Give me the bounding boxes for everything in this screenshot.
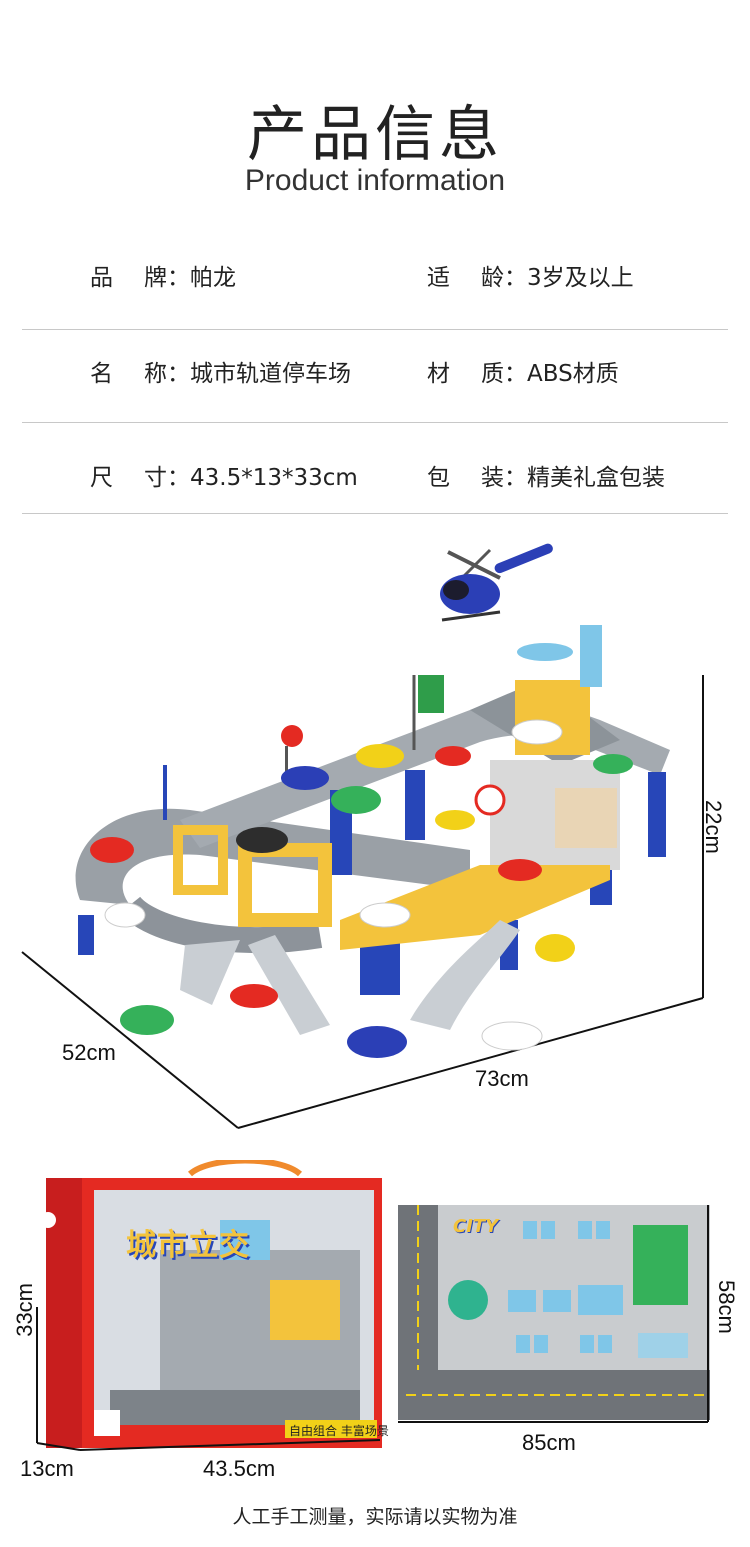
parking-garage-toy-image [21, 543, 704, 1129]
spec-size: 尺 寸：43.5*13*33cm [90, 432, 420, 524]
spec-label: 称： [144, 361, 190, 387]
spec-row: 尺 寸：43.5*13*33cm 包 装：精美礼盒包装 [22, 432, 728, 524]
box-dimension-lines [36, 1307, 381, 1451]
spec-brand: 品 牌：帕龙 [90, 232, 420, 324]
box-slogan: 自由组合 丰富场景 [289, 1424, 389, 1438]
page-title: 产品信息 [247, 100, 503, 170]
spec-value: ABS材质 [527, 361, 619, 387]
spec-value: 精美礼盒包装 [527, 465, 665, 491]
garage-building [173, 625, 620, 950]
spec-label: 名 [90, 361, 113, 387]
spec-row: 名 称：城市轨道停车场 材 质：ABS材质 [22, 328, 728, 420]
spec-label: 包 [427, 465, 450, 491]
road-signs [163, 675, 444, 820]
divider [22, 422, 728, 423]
dimension-height-label: 22cm [701, 800, 726, 854]
spec-name: 名 称：城市轨道停车场 [90, 328, 420, 420]
spec-material: 材 质：ABS材质 [427, 328, 727, 420]
spec-age: 适 龄：3岁及以上 [427, 232, 727, 324]
mat-logo: CITY [453, 1216, 499, 1237]
spec-value: 帕龙 [190, 265, 236, 291]
page-subtitle: Product information [244, 164, 506, 197]
toy-cars [90, 719, 633, 1058]
mat-width-label: 85cm [522, 1430, 576, 1455]
spec-label: 牌： [144, 265, 190, 291]
spec-row: 品 牌：帕龙 适 龄：3岁及以上 [22, 232, 728, 324]
play-mat-image [398, 1205, 710, 1420]
spec-label: 质： [481, 361, 527, 387]
box-depth-label: 13cm [20, 1456, 74, 1481]
mat-height-label: 58cm [714, 1280, 739, 1334]
spec-label: 尺 [90, 465, 113, 491]
dimension-depth-label: 52cm [62, 1040, 116, 1065]
measurement-disclaimer: 人工手工测量，实际请以实物为准 [232, 1506, 518, 1528]
divider [22, 329, 728, 330]
mat-dimension-lines [398, 1205, 709, 1423]
spec-label: 龄： [481, 265, 527, 291]
ramps [180, 920, 520, 1035]
spec-label: 品 [90, 265, 113, 291]
spec-value: 3岁及以上 [527, 265, 634, 291]
divider [22, 513, 728, 514]
box-width-label: 43.5cm [203, 1456, 276, 1481]
gift-box-image [40, 1160, 382, 1448]
parking-signs [516, 1221, 612, 1353]
box-title: 城市立交 [126, 1228, 250, 1263]
helicopter-icon [440, 543, 553, 622]
spec-label: 适 [427, 265, 450, 291]
dimension-width-label: 73cm [475, 1066, 529, 1091]
spec-label: 材 [427, 361, 450, 387]
spec-label: 寸： [144, 465, 190, 491]
spec-label: 装： [481, 465, 527, 491]
dimension-lines [21, 675, 704, 1129]
spec-value: 城市轨道停车场 [190, 361, 351, 387]
spec-package: 包 装：精美礼盒包装 [427, 432, 727, 524]
spec-value: 43.5*13*33cm [190, 465, 358, 491]
